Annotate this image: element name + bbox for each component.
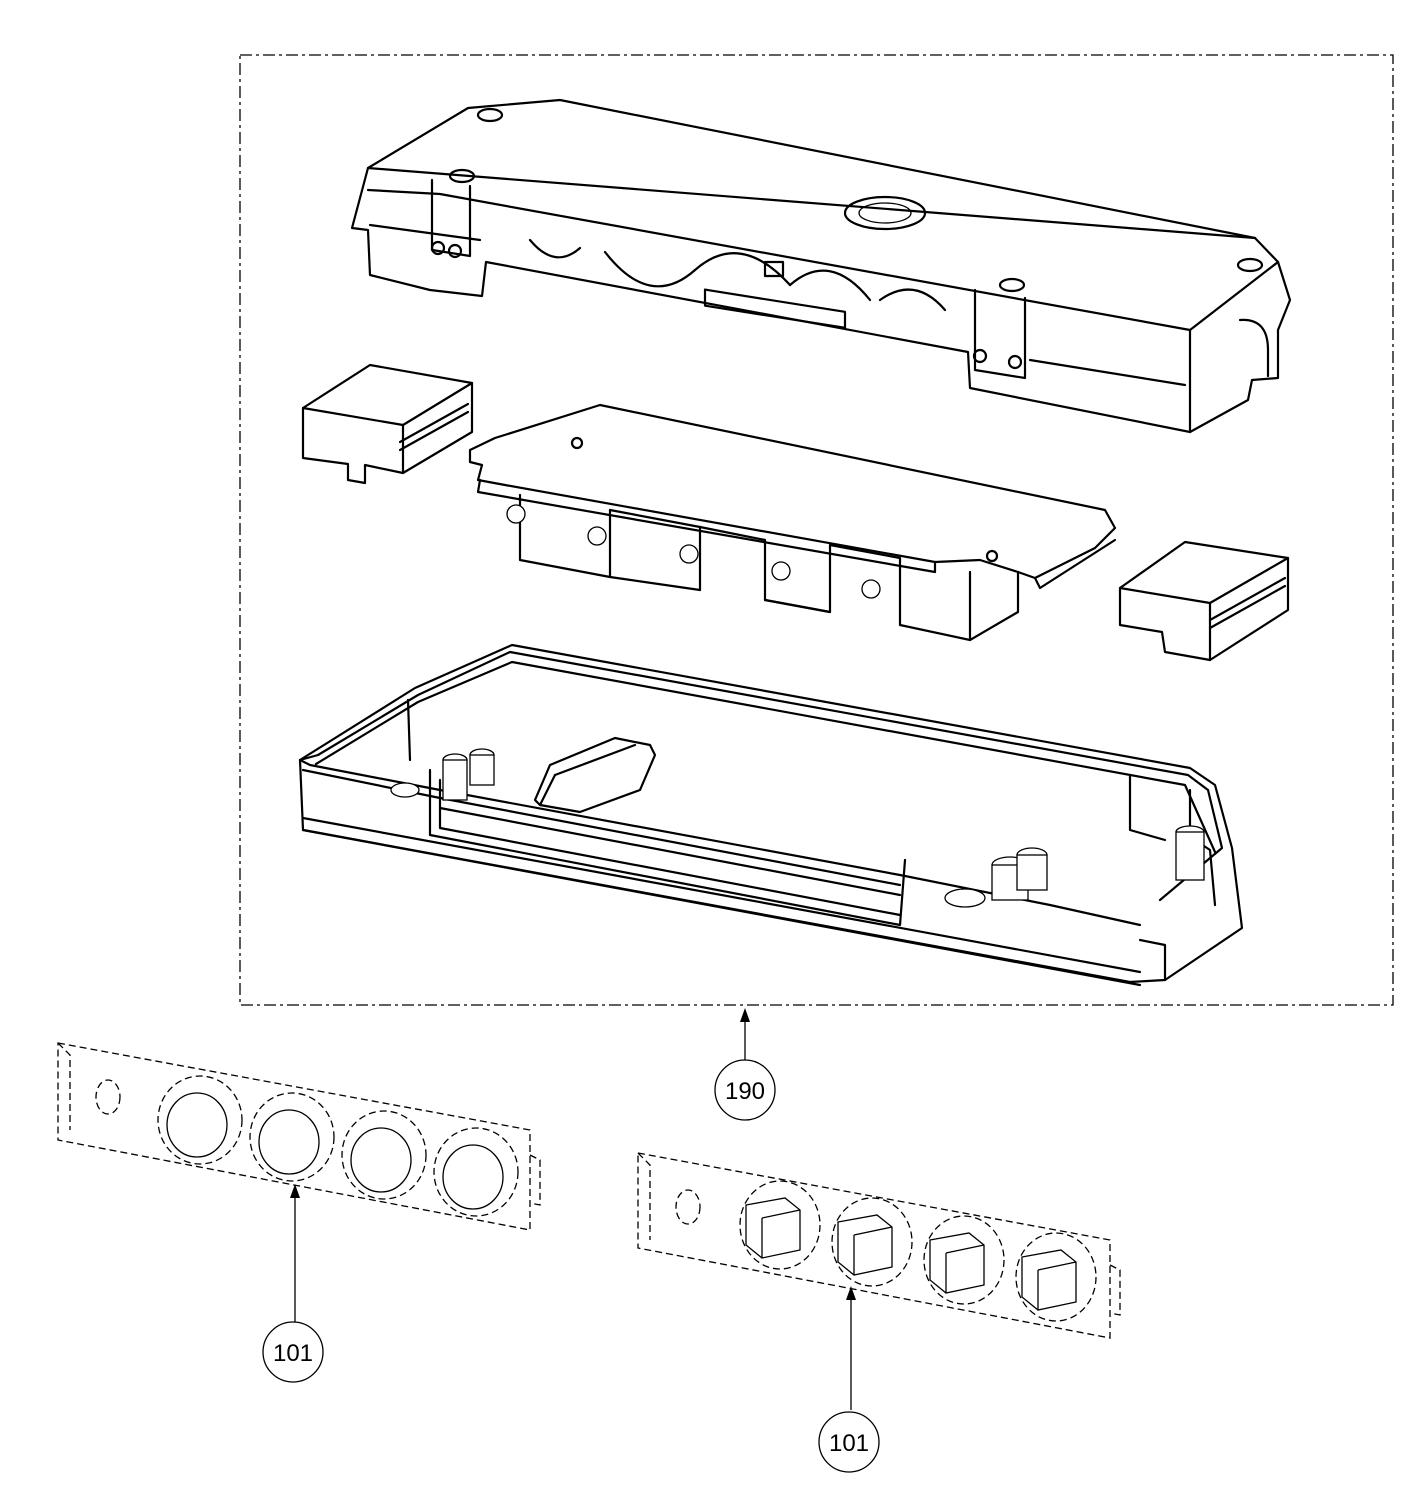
leader-190 (740, 1008, 750, 1060)
connector-block-right (1118, 540, 1290, 662)
button-panel-square (637, 1152, 1121, 1339)
square-button-1[interactable] (739, 1180, 821, 1270)
round-button-2[interactable] (249, 1092, 335, 1182)
round-button-1[interactable] (157, 1075, 243, 1165)
square-button-3[interactable] (923, 1215, 1005, 1305)
round-button-4[interactable] (433, 1127, 519, 1217)
callout-101-right-label: 101 (829, 1430, 869, 1457)
leader-101-right (846, 1286, 856, 1410)
callout-101-left[interactable]: 101 (262, 1321, 324, 1383)
callout-101-left-label: 101 (273, 1340, 313, 1367)
assembly-boundary (239, 54, 1394, 1006)
square-button-2[interactable] (831, 1197, 913, 1287)
callout-101-right[interactable]: 101 (818, 1411, 880, 1473)
top-cover (350, 98, 1292, 434)
callout-190-label: 190 (725, 1078, 765, 1105)
button-panel-round (57, 1042, 541, 1231)
bottom-case (298, 643, 1244, 987)
callout-190[interactable]: 190 (714, 1059, 776, 1121)
circuit-board (468, 403, 1117, 642)
leader-101-left (290, 1184, 300, 1322)
square-button-4[interactable] (1015, 1232, 1097, 1322)
round-button-3[interactable] (341, 1110, 427, 1200)
connector-block-left (301, 363, 474, 485)
